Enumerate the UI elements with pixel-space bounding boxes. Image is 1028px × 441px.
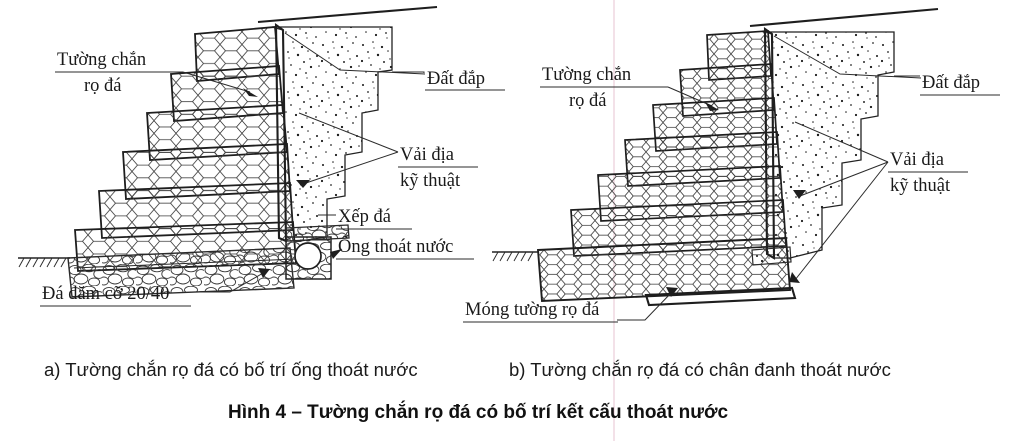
panel-a-gravel-bed	[67, 247, 297, 298]
panel-a-ground-slope-line	[257, 5, 438, 24]
subcaption-a: a) Tường chắn rọ đá có bố trí ống thoát …	[44, 359, 418, 380]
panel-a-stone-pack-layer	[285, 224, 350, 242]
label-geotextile-a-line2: kỹ thuật	[400, 171, 461, 191]
label-drain-pipe-a: Ống thoát nước	[338, 235, 453, 257]
label-backfill-a: Đất đắp	[427, 69, 485, 89]
panel-b-ground-slope-line	[749, 7, 939, 28]
panel-b-ground-line	[492, 251, 538, 262]
label-wall-b-line1: Tường chắn	[542, 65, 631, 85]
panel-b-diagram: Tường chắn rọ đá Đất đắp Vải địa kỹ thuậ…	[463, 7, 1000, 323]
subcaption-b: b) Tường chắn rọ đá có chân đanh thoát n…	[509, 359, 891, 380]
panel-a-labels: Tường chắn rọ đá Đất đắp Vải địa kỹ thuậ…	[40, 50, 505, 307]
panel-b-gabion-courses	[536, 30, 792, 302]
label-geotextile-a-line1: Vải địa	[400, 145, 454, 165]
panel-a-drain-chamber	[285, 236, 332, 280]
panel-a-ground-line	[18, 257, 70, 268]
drain-pipe-icon	[294, 242, 322, 270]
panel-b-foundation-slab	[644, 286, 797, 307]
label-gravel-a: Đá dăm cỡ 20/40	[42, 284, 169, 304]
label-stone-pack-a: Xếp đá	[338, 207, 391, 227]
panel-b-leader-lines	[617, 35, 922, 321]
label-geotextile-b-line2: kỹ thuật	[890, 176, 951, 196]
label-wall-a-line2: rọ đá	[84, 76, 122, 96]
label-geotextile-b-line1: Vải địa	[890, 150, 944, 170]
figure-caption: Hình 4 – Tường chắn rọ đá có bố trí kết …	[228, 401, 728, 423]
panel-b-toe-fill	[751, 246, 792, 266]
label-wall-b-line2: rọ đá	[569, 91, 607, 111]
label-foundation-b: Móng tường rọ đá	[465, 300, 599, 320]
panel-b-labels: Tường chắn rọ đá Đất đắp Vải địa kỹ thuậ…	[463, 65, 1000, 323]
panel-a-diagram: Tường chắn rọ đá Đất đắp Vải địa kỹ thuậ…	[18, 5, 505, 307]
label-wall-a-line1: Tường chắn	[57, 50, 146, 70]
gabion-foundation-course	[536, 237, 792, 302]
label-backfill-b: Đất đắp	[922, 73, 980, 93]
panel-a-leader-lines	[182, 32, 426, 293]
